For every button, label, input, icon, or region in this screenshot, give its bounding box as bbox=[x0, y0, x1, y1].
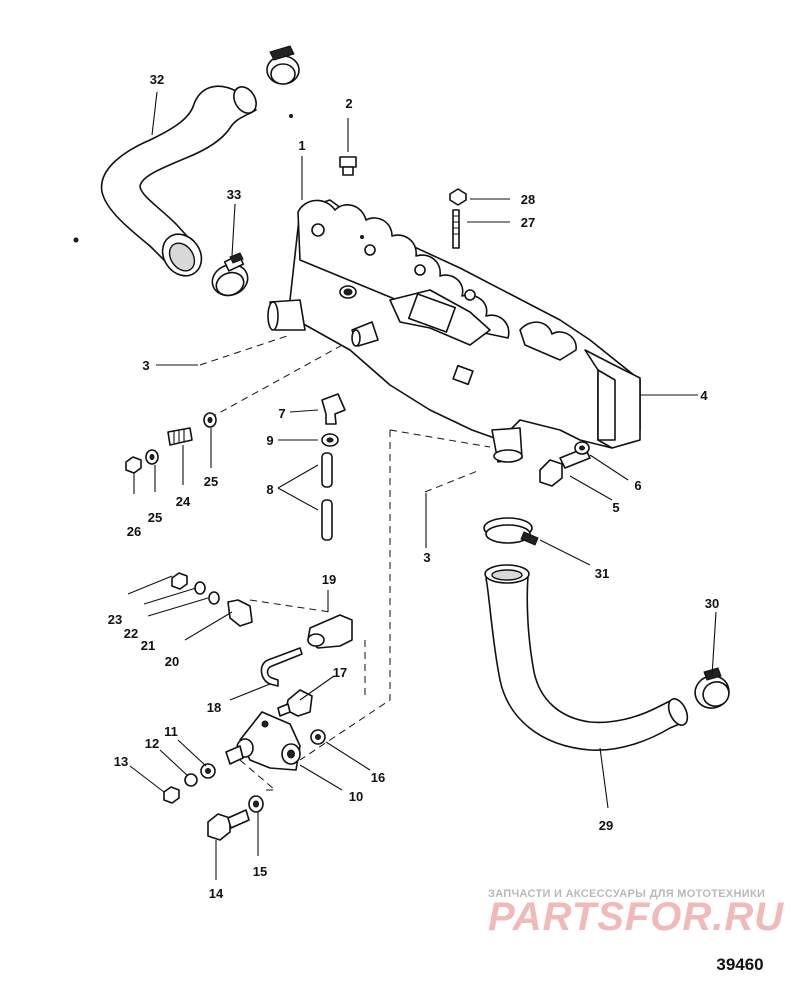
mounting-bracket-10 bbox=[225, 711, 301, 771]
connector-17 bbox=[277, 689, 313, 717]
fitting-20 bbox=[227, 599, 253, 627]
callout-31: 31 bbox=[595, 566, 609, 581]
watermark-brand: PARTSFOR.RU bbox=[488, 895, 784, 939]
bracket-19 bbox=[307, 614, 353, 649]
callout-4: 4 bbox=[700, 388, 708, 403]
callout-7: 7 bbox=[278, 406, 285, 421]
nut-9 bbox=[321, 433, 339, 447]
washer-25 bbox=[203, 412, 217, 428]
upper-hose-32 bbox=[100, 85, 257, 277]
callout-2: 2 bbox=[345, 96, 352, 111]
callout-25-lower: 25 bbox=[148, 510, 162, 525]
callout-26: 26 bbox=[127, 524, 141, 539]
callout-10: 10 bbox=[349, 789, 363, 804]
callout-28: 28 bbox=[521, 192, 535, 207]
callout-24: 24 bbox=[176, 494, 191, 509]
callout-19: 19 bbox=[322, 572, 336, 587]
callout-14: 14 bbox=[209, 886, 224, 901]
washer-11 bbox=[200, 763, 216, 779]
callout-27: 27 bbox=[521, 215, 535, 230]
figure-number: 39460 bbox=[716, 955, 763, 974]
hose-clamp-31 bbox=[483, 517, 539, 546]
lock-washer-12 bbox=[184, 773, 198, 787]
water-manifold-1 bbox=[267, 199, 641, 463]
callout-3-upper: 3 bbox=[142, 358, 149, 373]
nut-23 bbox=[171, 572, 188, 590]
callout-30: 30 bbox=[705, 596, 719, 611]
callout-numbers: 1 2 3 3 3 4 5 6 7 8 9 10 11 12 13 14 15 … bbox=[108, 72, 719, 901]
bolt-14 bbox=[207, 809, 250, 841]
callout-23: 23 bbox=[108, 612, 122, 627]
washer-6 bbox=[574, 441, 590, 455]
callout-16: 16 bbox=[371, 770, 385, 785]
hose-clamp-33 bbox=[211, 252, 249, 297]
callout-12: 12 bbox=[145, 736, 159, 751]
callout-21: 21 bbox=[141, 638, 155, 653]
callout-6: 6 bbox=[634, 478, 641, 493]
leader-lines bbox=[127, 91, 717, 880]
watermark: ЗАПЧАСТИ И АКСЕССУАРЫ ДЛЯ МОТОТЕХНИКИ PA… bbox=[488, 888, 784, 939]
washer-25-lower bbox=[145, 449, 159, 465]
u-bolt-18 bbox=[260, 647, 303, 687]
hose-clamp-30 bbox=[694, 667, 730, 709]
callout-11: 11 bbox=[164, 724, 178, 739]
callout-18: 18 bbox=[207, 700, 221, 715]
washer-22 bbox=[194, 581, 206, 595]
dashed-reference-lines bbox=[199, 334, 491, 791]
watermark-tagline: ЗАПЧАСТИ И АКСЕССУАРЫ ДЛЯ МОТОТЕХНИКИ bbox=[488, 888, 765, 900]
callout-29: 29 bbox=[599, 818, 613, 833]
callout-25-upper: 25 bbox=[204, 474, 218, 489]
nut-28 bbox=[449, 188, 467, 206]
elbow-fitting-7 bbox=[321, 393, 346, 425]
callout-13: 13 bbox=[114, 754, 128, 769]
callout-20: 20 bbox=[165, 654, 179, 669]
tube-8 bbox=[321, 452, 333, 541]
stud-24 bbox=[167, 427, 193, 446]
callout-5: 5 bbox=[612, 500, 619, 515]
callout-1: 1 bbox=[298, 138, 305, 153]
nut-13 bbox=[163, 786, 180, 804]
callout-32: 32 bbox=[150, 72, 164, 87]
callout-33: 33 bbox=[227, 187, 241, 202]
callout-22: 22 bbox=[124, 626, 138, 641]
callout-17: 17 bbox=[333, 665, 347, 680]
callout-3-lower: 3 bbox=[423, 550, 430, 565]
nut-26 bbox=[125, 456, 142, 474]
washer-15 bbox=[248, 795, 264, 813]
callout-9: 9 bbox=[266, 433, 273, 448]
hose-clamp-top bbox=[266, 45, 300, 85]
plug-2 bbox=[339, 156, 357, 176]
lower-hose-29 bbox=[484, 564, 689, 751]
callout-8: 8 bbox=[266, 482, 273, 497]
stud-27 bbox=[452, 209, 460, 249]
washer-16 bbox=[310, 729, 326, 745]
washer-21 bbox=[208, 591, 220, 605]
callout-15: 15 bbox=[253, 864, 267, 879]
